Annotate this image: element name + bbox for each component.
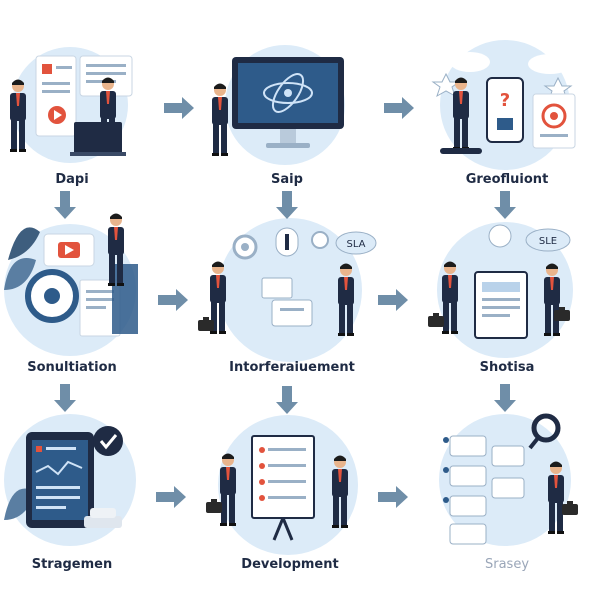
- target-icon: [541, 103, 567, 129]
- laptop-icon: [74, 122, 122, 154]
- flow-node-icon: [491, 445, 525, 467]
- step-7-illustration: [4, 426, 123, 528]
- flow-node-icon: [491, 477, 525, 499]
- sle-bubble-text: SLE: [539, 236, 557, 247]
- step-1-illustration: [10, 55, 133, 156]
- step-1-label: Dapi: [55, 172, 89, 187]
- document-icon: [79, 55, 133, 97]
- step-2-label: Saip: [271, 172, 303, 187]
- step-3-illustration: ?: [431, 52, 576, 154]
- step-8-illustration: [206, 435, 348, 541]
- arrow-down-icon: [276, 191, 298, 219]
- step-9-illustration: [443, 413, 578, 545]
- flow-node-icon: [449, 523, 487, 545]
- clipboard-icon: [271, 299, 313, 327]
- arrow-right-icon: [378, 289, 408, 311]
- bulb-icon: [488, 224, 512, 248]
- arrow-down-icon: [494, 191, 516, 219]
- briefcase-icon: [428, 313, 444, 327]
- arrow-right-icon: [378, 486, 408, 508]
- magnifier-icon: [531, 413, 561, 443]
- arrow-right-icon: [156, 486, 186, 508]
- question-icon: ?: [500, 90, 510, 111]
- flow-node-icon: [449, 435, 487, 457]
- speech-bubble-sle: [525, 228, 571, 252]
- phone-icon: [486, 77, 524, 143]
- step-5-illustration: SLA: [198, 227, 377, 336]
- document-icon: [35, 55, 77, 137]
- cloud-icon: [528, 54, 572, 74]
- leaf-icon: [8, 227, 40, 260]
- document-icon: [261, 277, 293, 299]
- check-badge-icon: [93, 426, 123, 456]
- arrow-down-icon: [54, 384, 76, 412]
- step-6-label: Shotisa: [479, 360, 535, 375]
- step-4-illustration: [4, 213, 138, 337]
- step-2-illustration: [212, 57, 344, 156]
- briefcase-icon: [206, 499, 222, 513]
- arrow-right-icon: [384, 97, 414, 119]
- step-7-label: Stragemen: [31, 557, 113, 572]
- flow-node-icon: [449, 465, 487, 487]
- arrow-right-icon: [164, 97, 194, 119]
- arrow-right-icon: [158, 289, 188, 311]
- certificate-icon: [532, 93, 576, 149]
- step-8-label: Development: [241, 557, 339, 572]
- step-5-label: Intorferaiuement: [229, 360, 355, 375]
- arrow-down-icon: [276, 386, 298, 414]
- screen-panel-icon: [474, 271, 528, 339]
- sla-bubble-text: SLA: [347, 239, 366, 250]
- gear-icon: [311, 231, 329, 249]
- arrow-down-icon: [54, 191, 76, 219]
- step-9-label: Srasey: [484, 557, 530, 572]
- step-6-illustration: SLE: [428, 224, 571, 339]
- speech-bubble-sla: [335, 231, 377, 255]
- step-4-label: Sonultiation: [27, 360, 117, 375]
- person-icon: [212, 83, 228, 156]
- cloud-icon: [450, 52, 490, 72]
- flow-node-icon: [449, 495, 487, 517]
- arrow-down-icon: [494, 384, 516, 412]
- step-3-label: Greofluiont: [465, 172, 549, 187]
